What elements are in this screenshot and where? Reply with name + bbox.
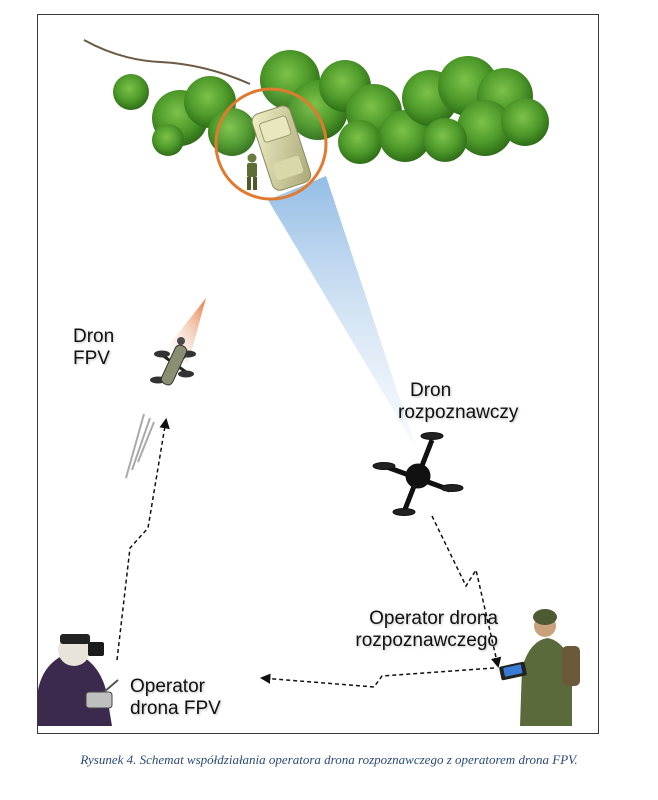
figure-caption: Rysunek 4. Schemat współdziałania operat…	[80, 752, 578, 767]
fpv-operator-label: Operator drona FPV	[130, 676, 221, 720]
road-line	[83, 39, 251, 85]
fpv-drone-label: Dron FPV	[73, 326, 114, 370]
link-recon-to-operator	[431, 515, 502, 669]
recon-drone-icon	[372, 432, 464, 516]
recon-drone-label-line2: rozpoznawczy	[398, 402, 519, 423]
fpv-drone-label-line1: Dron	[73, 326, 115, 347]
target-soldier-icon	[247, 153, 257, 190]
fpv-operator-label-line2: drona FPV	[130, 698, 221, 719]
fpv-operator-figure	[38, 634, 119, 726]
recon-operator-label-line1: Operator drona	[369, 608, 498, 629]
link-operator-to-fpv	[116, 417, 170, 661]
fpv-operator-label-line1: Operator	[130, 676, 205, 697]
fpv-trail	[162, 298, 206, 364]
fpv-drone-label-line2: FPV	[73, 348, 110, 369]
recon-operator-label: Operator drona rozpoznawczego	[346, 608, 498, 652]
recon-operator-figure	[499, 609, 580, 726]
tree-canopy	[113, 50, 549, 164]
motion-streaks	[125, 413, 155, 479]
link-operator-to-operator	[259, 667, 495, 688]
recon-drone-label: Dron rozpoznawczy	[398, 380, 518, 424]
fpv-drone-icon	[150, 337, 196, 386]
vehicle-icon	[251, 105, 312, 191]
recon-drone-label-line1: Dron	[410, 380, 452, 401]
camera-beam	[268, 176, 416, 448]
recon-operator-label-line2: rozpoznawczego	[355, 630, 498, 651]
